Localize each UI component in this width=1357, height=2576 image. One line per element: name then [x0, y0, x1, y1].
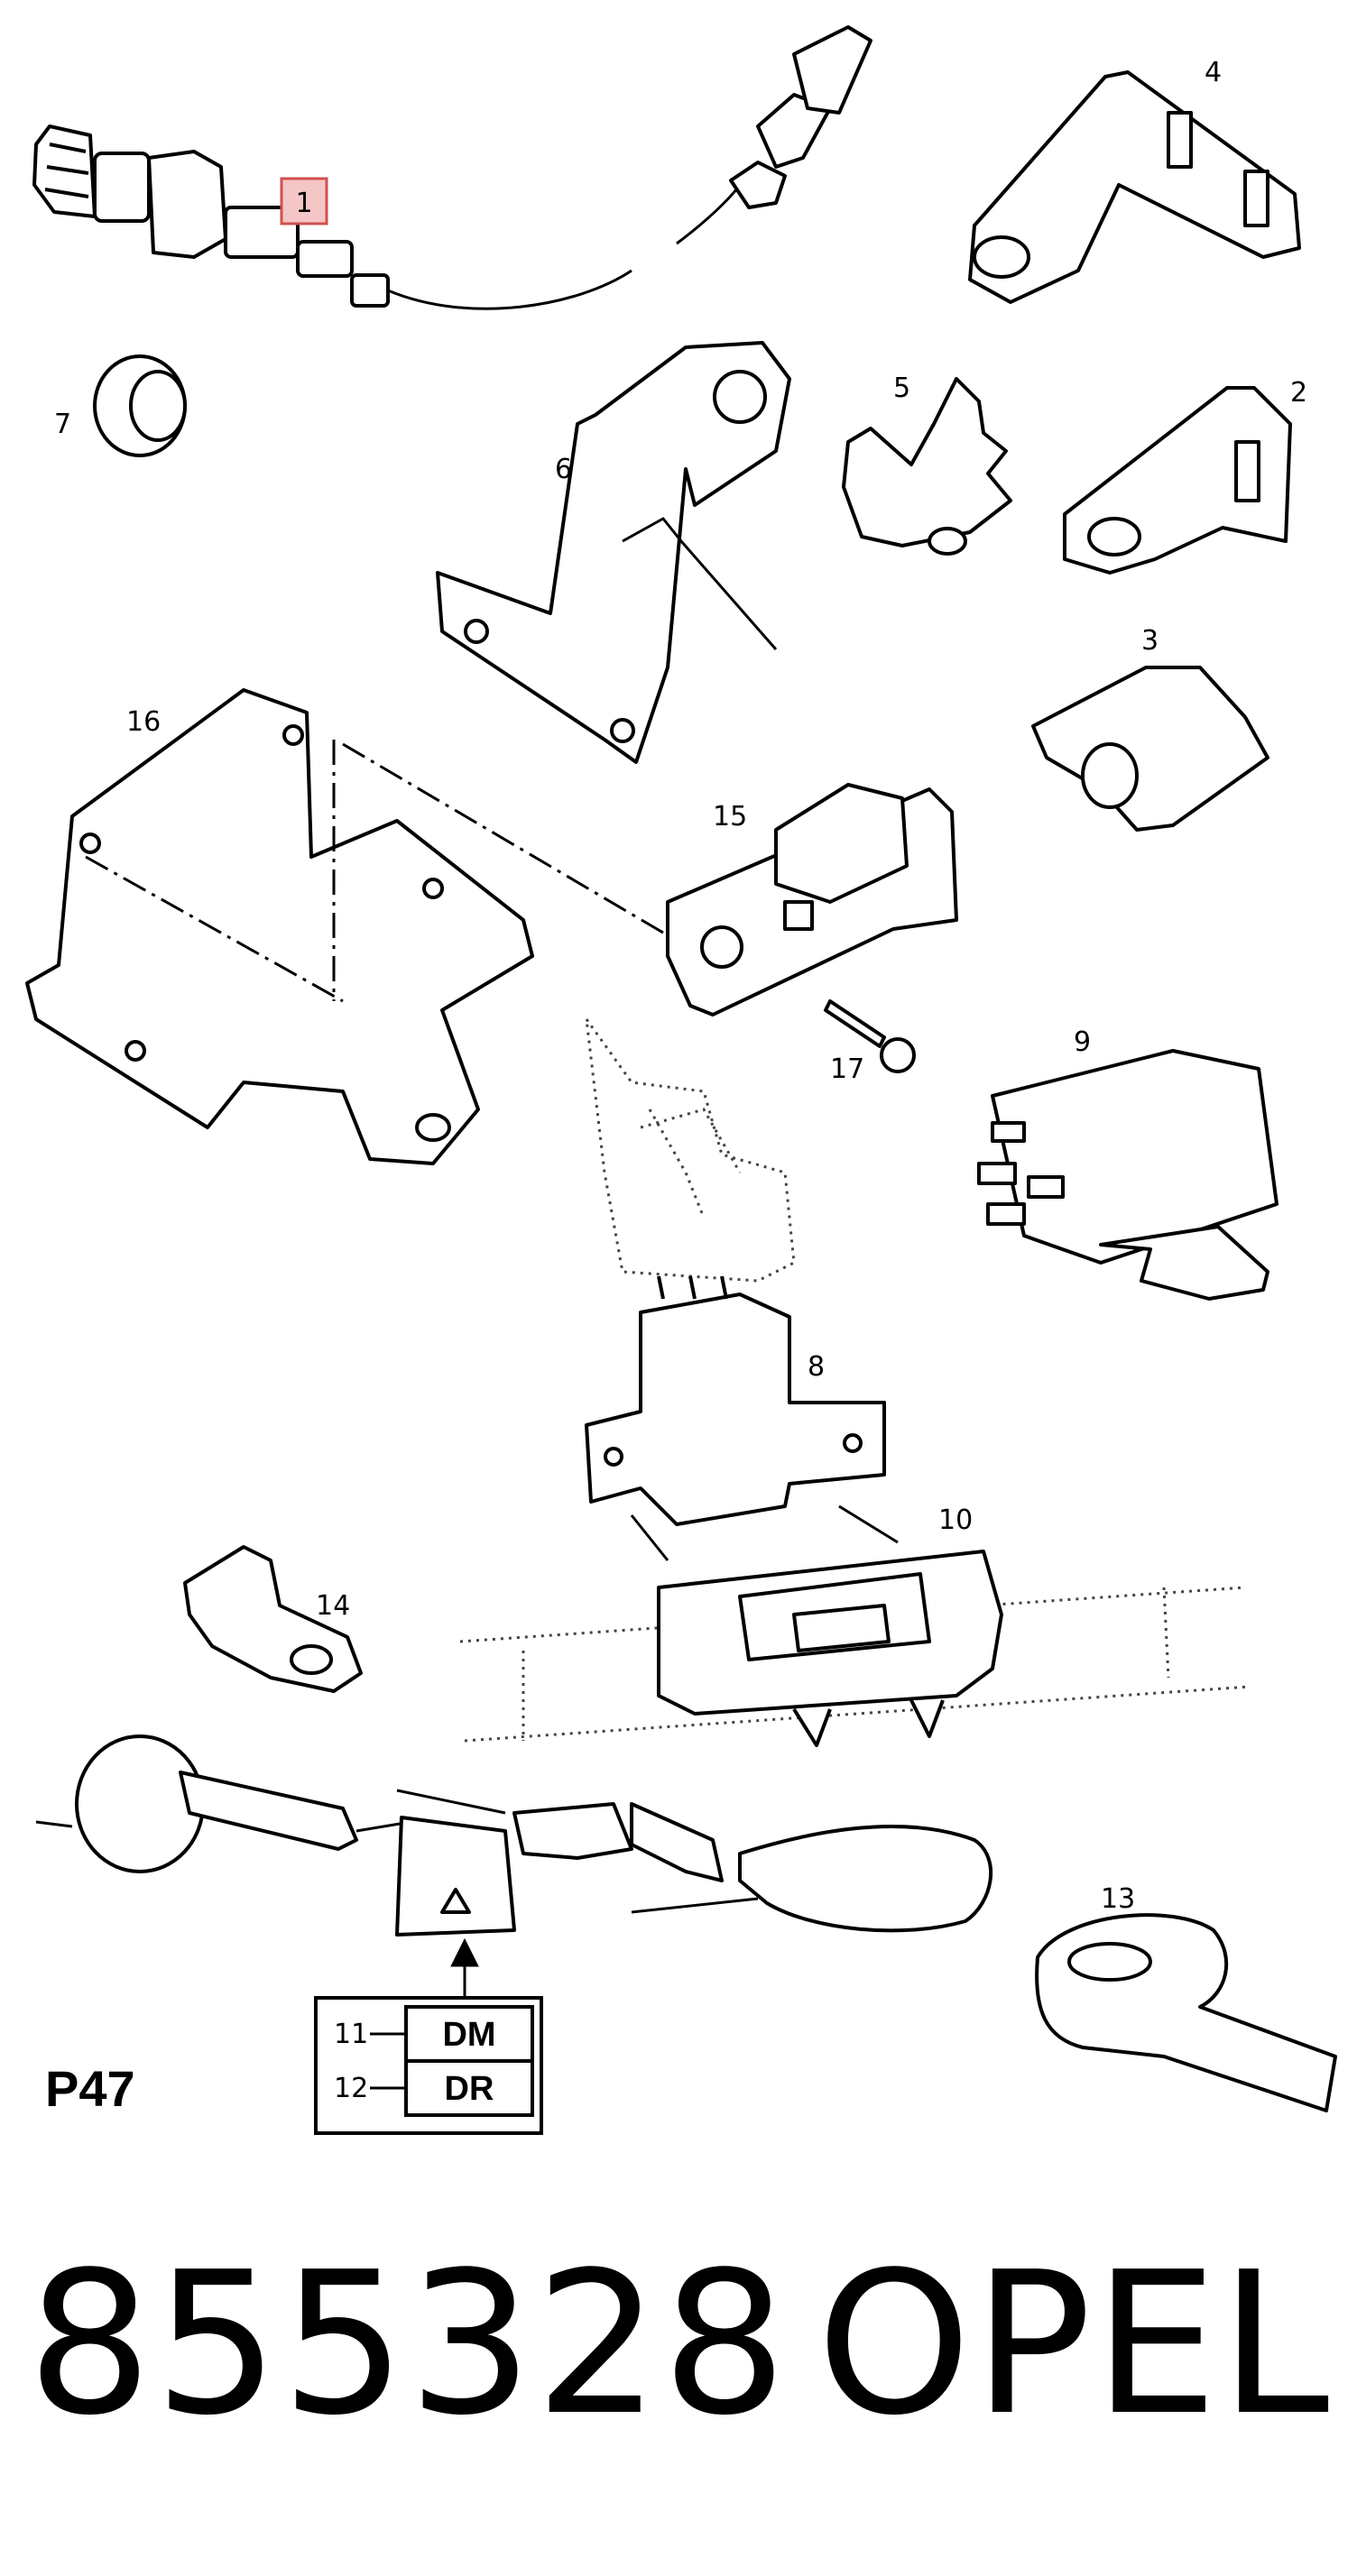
shaft-dotted: [459, 1586, 1251, 1743]
mounting-plate-6: [436, 341, 791, 764]
option-box: 11 12 DM DR: [314, 1996, 543, 2135]
callout-14: 14: [316, 1590, 350, 1622]
relay-9: [977, 1049, 1279, 1301]
sensor-lead-wire: [387, 269, 632, 310]
option-ref-12: 12: [334, 2073, 368, 2104]
assembly-line-16-left: [85, 855, 344, 1003]
oxygen-sensor: [32, 124, 390, 308]
callout-4: 4: [1205, 57, 1222, 88]
assembly-line-16-15: [342, 742, 673, 940]
callout-6: 6: [555, 454, 572, 485]
callout-10: 10: [938, 1504, 973, 1536]
callout-17: 17: [830, 1053, 864, 1085]
callout-13: 13: [1101, 1883, 1135, 1915]
tape-roll-13: [1035, 1913, 1337, 2112]
cable-sleeve-group: [395, 1802, 993, 1937]
callout-5: 5: [893, 373, 910, 404]
clip-5: [842, 377, 1012, 556]
sensor-connector-plug: [729, 25, 872, 209]
alignment-line-8: [630, 1504, 899, 1561]
base-10: [657, 1550, 1003, 1747]
option-code-dm: DM: [442, 2016, 495, 2054]
callout-3: 3: [1141, 625, 1159, 657]
grommet-7: [93, 354, 187, 457]
callout-8: 8: [808, 1351, 825, 1383]
callout-15: 15: [713, 801, 747, 833]
module-8: [585, 1275, 886, 1526]
callout-highlight-1: [280, 177, 328, 225]
bracket-2: [1063, 386, 1292, 575]
callout-7: 7: [54, 409, 71, 440]
part-number: 855328: [27, 2231, 789, 2459]
callout-1: 1: [295, 188, 312, 219]
p-clip-14: [183, 1545, 363, 1693]
clamp-3: [1031, 666, 1269, 832]
ignition-module-15: [666, 783, 958, 1017]
callout-2: 2: [1290, 377, 1307, 409]
callout-16: 16: [126, 706, 161, 738]
knock-sensor: [75, 1734, 358, 1873]
sensor-lead-bottom: [396, 1789, 759, 1914]
screw-17: [824, 999, 916, 1073]
callout-9: 9: [1074, 1026, 1091, 1058]
option-ref-11: 11: [334, 2019, 368, 2050]
brand-name: OPEL: [817, 2231, 1332, 2459]
tray-16: [25, 688, 534, 1165]
option-pointer-arrow: [450, 1937, 479, 1967]
bracket-4: [968, 70, 1301, 304]
option-code-dr: DR: [445, 2070, 494, 2108]
probe-wire: [622, 517, 778, 650]
page-code: P47: [45, 2060, 135, 2117]
harness-connector-dotted: [585, 1018, 796, 1283]
